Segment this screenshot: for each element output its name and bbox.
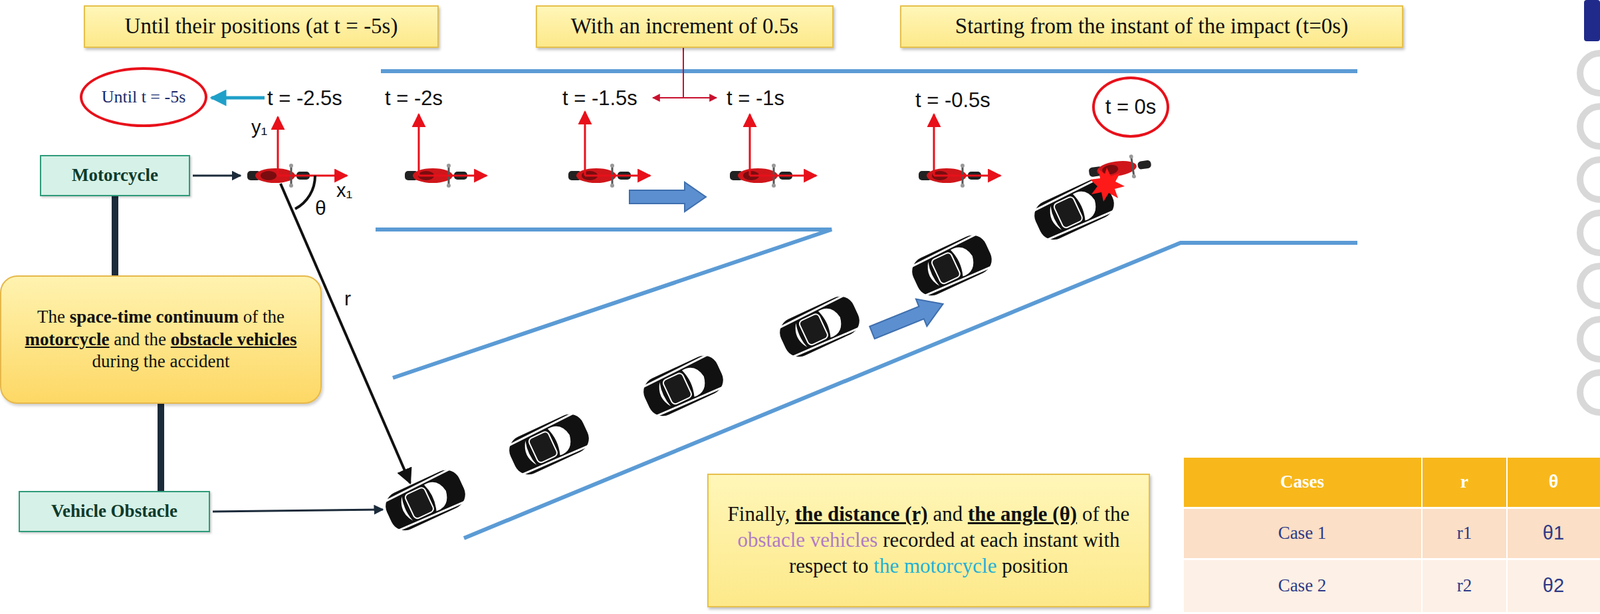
box-text: Motorcycle: [71, 164, 159, 185]
box-text: during the accident: [92, 350, 230, 371]
box-text: and the: [113, 329, 167, 349]
box-text: the angle (θ): [967, 501, 1077, 526]
leader-line: [682, 47, 685, 98]
entity-box: Motorcycle: [39, 154, 191, 197]
axis-label: x₁: [336, 180, 353, 202]
table-cell: θ1: [1542, 522, 1565, 544]
table-header: θ: [1548, 471, 1559, 492]
time-label: t = -1s: [726, 87, 785, 110]
note-box: Starting from the instant of the impact …: [900, 5, 1404, 48]
callout-box: The space-time continuum of the motorcyc…: [0, 275, 322, 404]
table-header: Cases: [1280, 471, 1325, 492]
axes: [277, 111, 1001, 176]
distance-label: r: [344, 287, 351, 310]
box-text: position: [1001, 553, 1069, 577]
entity-box: Vehicle Obstacle: [18, 490, 211, 532]
time-ellipse: Until t = -5s: [79, 67, 208, 127]
box-text: With an increment of 0.5s: [571, 13, 799, 38]
box-text: Until t = -5s: [101, 87, 187, 107]
table: [1183, 457, 1600, 612]
increment-arrow: [652, 97, 717, 99]
table-cell: Case 2: [1278, 575, 1327, 596]
box-text: the distance (r): [795, 501, 928, 526]
time-ellipse: t = 0s: [1092, 76, 1170, 138]
motorcycles: [247, 151, 1153, 188]
box-text: of the: [243, 306, 285, 327]
box-text: and: [932, 501, 963, 526]
connector-line: [111, 196, 119, 276]
table-cell: Case 1: [1278, 523, 1327, 544]
logo-strip: [1580, 0, 1600, 413]
leader-arrow: [211, 96, 265, 100]
box-text: space-time continuum: [69, 306, 239, 327]
table-cell: r1: [1457, 523, 1473, 544]
angle-arc: [295, 175, 316, 209]
axis-label: y₁: [251, 116, 268, 139]
time-label: t = -2s: [384, 87, 443, 110]
note-box: Finally, the distance (r) and the angle …: [707, 473, 1150, 607]
pointer-arrow: [212, 509, 383, 512]
box-text: obstacle vehicles: [170, 329, 298, 349]
note-box: Until their positions (at t = -5s): [83, 5, 439, 48]
box-text: Until their positions (at t = -5s): [124, 13, 399, 38]
time-label: t = -1.5s: [562, 87, 638, 110]
pointer-arrow: [192, 174, 241, 177]
box-text: t = 0s: [1105, 95, 1157, 119]
table-cell: r2: [1457, 575, 1473, 596]
table-cell: θ2: [1542, 574, 1565, 597]
box-text: obstacle vehicles: [737, 527, 879, 552]
direction-arrow: [629, 182, 706, 212]
impact-star: [1090, 167, 1125, 202]
table-header: r: [1460, 471, 1469, 492]
angle-label: θ: [315, 196, 327, 219]
connector-line: [157, 403, 165, 491]
time-label: t = -2.5s: [267, 87, 343, 110]
time-label: t = -0.5s: [915, 89, 991, 112]
box-text: The: [37, 306, 66, 327]
note-box: With an increment of 0.5s: [535, 5, 834, 48]
box-text: motorcycle: [25, 329, 110, 349]
direction-arrow: [866, 290, 949, 347]
box-text: the motorcycle: [873, 553, 997, 577]
box-text: Vehicle Obstacle: [51, 500, 178, 521]
box-text: Finally,: [727, 501, 791, 526]
box-text: Starting from the instant of the impact …: [955, 13, 1349, 38]
box-text: of the: [1082, 501, 1130, 526]
